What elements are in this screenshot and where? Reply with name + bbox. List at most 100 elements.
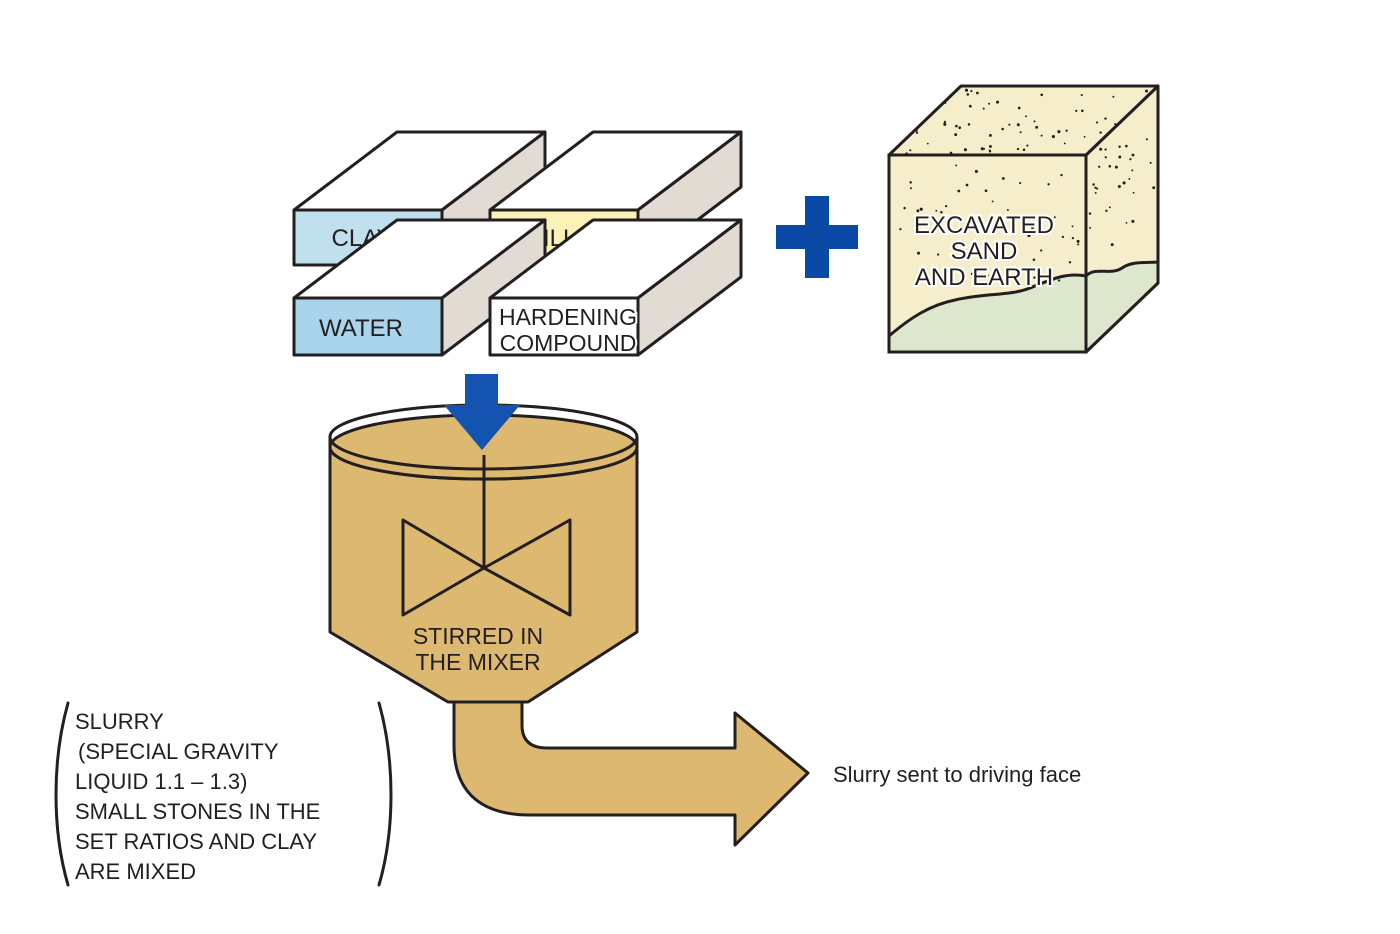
sand-dot [1033, 120, 1036, 123]
sand-dot [976, 91, 979, 95]
sand-dot [1016, 123, 1020, 127]
sand-dot [1060, 173, 1063, 177]
sand-dot [1092, 183, 1095, 186]
sand-dot [1152, 186, 1156, 190]
sand-dot [955, 124, 958, 128]
sand-dot [1112, 95, 1115, 98]
mixer-tank: STIRRED IN THE MIXER [328, 403, 810, 847]
sand-dot [1114, 165, 1118, 169]
sand-dot [1099, 147, 1103, 151]
sand-dot [1071, 225, 1074, 228]
sand-dot [966, 93, 970, 96]
slurry-note-line3: LIQUID 1.1 – 1.3) [75, 769, 247, 794]
sand-dot [1129, 158, 1132, 161]
hardening-label-line2: COMPOUND [500, 330, 637, 356]
sand-dot [1145, 89, 1148, 93]
sand-dot [970, 90, 973, 93]
sand-dot [1098, 165, 1101, 168]
output-arrow-icon [452, 688, 810, 847]
sand-dot [1025, 115, 1027, 118]
sand-dot [1075, 109, 1078, 112]
hardening-label-line1: HARDENING [499, 304, 637, 330]
sand-dot [899, 228, 902, 231]
sand-dot [1108, 206, 1111, 209]
water-label: WATER [319, 315, 403, 342]
sand-dot [1065, 129, 1068, 132]
mixer-label-line2: THE MIXER [415, 649, 540, 675]
sand-dot [1125, 221, 1128, 224]
sand-dot [1068, 261, 1072, 264]
right-paren [377, 701, 393, 887]
stirrer-blade-icon [401, 455, 572, 617]
excavated-cube: EXCAVATED SAND AND EARTH [887, 84, 1160, 354]
cube-front-outline [887, 153, 1088, 354]
sand-dot [1071, 236, 1075, 240]
sand-dot [1131, 153, 1135, 157]
sand-dot [1001, 177, 1005, 180]
sand-dot [909, 149, 912, 152]
sand-dot [958, 126, 962, 130]
sand-dot [988, 149, 991, 152]
sand-dot [1094, 191, 1097, 194]
sand-dot [1122, 181, 1126, 185]
sand-dot [935, 209, 938, 212]
sand-dot [965, 183, 969, 187]
sand-dot [1076, 239, 1080, 243]
sand-dot [1131, 169, 1134, 172]
sand-dot [1145, 138, 1148, 141]
slurry-note-line6: ARE MIXED [75, 859, 196, 884]
sand-dot [985, 273, 989, 277]
slurry-note-line4: SMALL STONES IN THE [75, 799, 320, 824]
sand-dot [1149, 161, 1152, 164]
slurry-note-line1: SLURRY [75, 709, 164, 734]
sand-dot [988, 102, 991, 105]
sand-dot [1077, 243, 1080, 246]
sand-dot [1104, 148, 1107, 151]
sand-dot [944, 204, 948, 208]
sand-dot [1096, 187, 1099, 190]
sand-dot [957, 189, 961, 193]
earth-layer-front [887, 273, 1088, 354]
sand-dot [1131, 219, 1135, 223]
sand-dot [1108, 165, 1112, 168]
sand-dot [1053, 216, 1056, 219]
sand-dot [1006, 209, 1009, 211]
sand-dot [968, 104, 972, 108]
sand-dot [1057, 279, 1061, 282]
sand-dot [1033, 276, 1036, 279]
slurry-note-line5: SET RATIOS AND CLAY [75, 829, 317, 854]
sand-dot [914, 128, 918, 132]
sand-dot [970, 222, 974, 226]
sand-dot [1083, 135, 1086, 138]
sand-dot [964, 88, 969, 92]
sand-dot [1017, 106, 1021, 110]
sand-dot [919, 207, 923, 211]
hardening-compound-block: HARDENING COMPOUND [488, 218, 743, 358]
sand-dot [1039, 275, 1042, 278]
sand-dot [915, 131, 919, 134]
sand-dot [975, 270, 979, 274]
sand-dot [1132, 191, 1135, 194]
sand-dot [905, 152, 908, 155]
sand-dot [1089, 226, 1092, 229]
sand-dot [1104, 156, 1107, 159]
sand-dot [1118, 145, 1121, 148]
sand-dot [991, 200, 994, 203]
sand-texture [899, 88, 1156, 285]
sand-dot [903, 206, 906, 210]
down-arrow-icon [444, 374, 520, 450]
sand-dot [1094, 186, 1097, 189]
sand-dot [1047, 183, 1050, 186]
sand-dot [1117, 184, 1121, 189]
sand-dot [1125, 144, 1128, 148]
sand-dot [943, 101, 947, 105]
sand-dot [954, 133, 958, 137]
sand-dot [963, 148, 967, 152]
sand-dot [1057, 130, 1061, 134]
sand-dot [1051, 135, 1055, 139]
hardening-block-front [488, 296, 640, 357]
sand-dot [940, 211, 943, 214]
sand-dot [936, 253, 940, 256]
sand-dot [909, 187, 912, 190]
